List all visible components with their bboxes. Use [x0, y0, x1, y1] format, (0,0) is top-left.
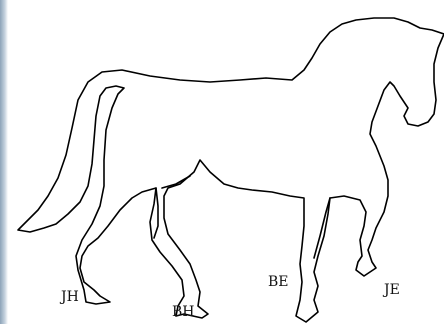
horse-outline — [18, 18, 444, 322]
label-bh: BH — [172, 304, 195, 320]
far-front-leg-outline — [314, 198, 330, 258]
label-be: BE — [268, 274, 289, 290]
inner-hind-line — [162, 176, 190, 188]
label-je: JE — [382, 282, 400, 298]
label-jh: JH — [59, 289, 79, 305]
